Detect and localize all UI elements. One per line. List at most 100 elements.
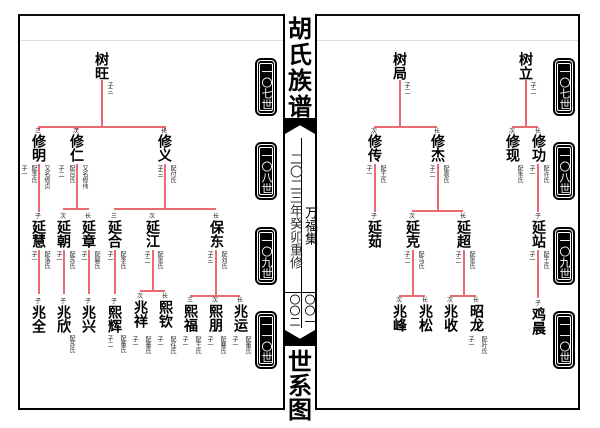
lineage-line [412,210,463,212]
person-note: 子二 [403,251,410,263]
lineage-line [463,250,465,296]
person-name: 修杰 [429,134,445,162]
person-note: 子二 [403,82,410,94]
person-name: 兆松 [417,304,433,332]
page-number-left: 〇〇二 [288,294,301,327]
birth-order: 子 [59,298,66,305]
birth-order: 次 [211,297,218,304]
lineage-line [164,126,166,130]
person-note: 子一 [30,251,37,263]
person-note: 子二 [57,165,64,177]
person-name: 兆兴 [80,305,96,333]
person-note: 配张氏 [468,251,475,269]
lineage-line [437,164,439,210]
birth-order: 次 [446,297,453,304]
person-name: 修仁 [68,134,84,162]
lineage-line [190,295,240,297]
person-note: 配董氏 [144,336,151,354]
lineage-line [114,250,116,294]
birth-order: 次 [370,128,377,135]
lineage-line [537,164,539,212]
person-name: 延合 [106,220,122,248]
person-name: 树旺 [93,52,109,80]
birth-order: 子 [370,213,377,220]
person-name: 延超 [455,220,471,248]
lineage-line [38,164,40,212]
lineage-line [38,250,40,294]
person-note: 子一 [156,336,163,348]
birth-order: 次 [508,128,515,135]
birth-order: 子 [84,298,91,305]
person-note: 配苏氏 [68,251,75,269]
person-name: 修传 [366,134,382,162]
lineage-line [114,208,216,210]
generation-badge-108-right: 一〇八世 [555,144,573,198]
person-name: 树局 [391,52,407,80]
person-note: 配李氏 [119,251,126,269]
person-note: 配任氏 [169,336,176,354]
fish-tail-bottom-icon [285,330,315,346]
lineage-line [76,126,78,130]
spine-divider [301,138,302,328]
lineage-line [152,250,154,290]
birth-order: 三 [110,213,117,220]
person-note: 子一 [80,251,87,263]
person-name: 兆峰 [391,304,407,332]
lineage-line [101,80,103,126]
person-note: 子一 [206,336,213,348]
generation-badge-109-right: 一〇九世 [555,229,573,283]
birth-order: 子 [110,298,117,305]
birth-order: 长 [433,128,440,135]
person-name: 鸡晨 [530,307,546,335]
person-note: 配李氏 [30,165,37,183]
person-note: 子一 [106,251,113,263]
page-number-right: 〇〇一 [303,294,316,327]
lineage-line [450,295,476,297]
person-name: 延朝 [55,220,71,248]
birth-order: 子 [34,298,41,305]
person-note: 子一 [467,336,474,348]
person-name: 熙朋 [207,304,223,332]
birth-order: 长 [212,213,219,220]
person-name: 延茹 [366,220,382,248]
person-name: 修义 [156,134,172,162]
person-note: 配王氏 [379,165,386,183]
spine-subtitle: 世系图 [288,347,312,424]
birth-order: 长 [472,297,479,304]
birth-order: 长 [161,293,168,300]
person-name: 树立 [517,52,533,80]
person-note: 配马氏 [417,251,424,269]
lineage-line [412,250,414,296]
lineage-line [88,250,90,294]
person-note: 配朱氏 [516,165,523,183]
person-note: 配解氏 [93,251,100,269]
person-name: 延章 [80,220,96,248]
lineage-line [215,250,217,296]
generation-badge-110-left: 一一〇世 [257,313,275,367]
generation-badge-110-right: 一一〇世 [555,313,573,367]
person-note: 子一 [181,336,188,348]
person-name: 熙钦 [157,300,173,328]
person-name: 熙辉 [106,305,122,333]
person-name: 修明 [30,134,46,162]
lineage-line [537,250,539,298]
birth-order: 次 [395,297,402,304]
generation-badge-108-left: 一〇八世 [257,144,275,198]
fish-tail-top-icon [285,118,315,134]
birth-order: 次 [408,213,415,220]
birth-order: 次 [136,293,143,300]
person-name: 兆欣 [55,305,71,333]
person-note: 子一 [528,251,535,263]
person-note: 子三 [106,82,113,94]
person-note: 子一 [231,336,238,348]
person-note: 配吕氏 [68,165,75,183]
birth-order: 子 [534,300,541,307]
person-note: 子三 [156,165,163,177]
lineage-line [76,164,78,208]
person-note: 配曹氏 [219,336,226,354]
person-note: 配王氏 [542,251,549,269]
person-note: 子一 [365,165,372,177]
person-note: 子二 [454,251,461,263]
person-note: 配袁氏 [442,165,449,183]
person-name: 修现 [504,134,520,162]
